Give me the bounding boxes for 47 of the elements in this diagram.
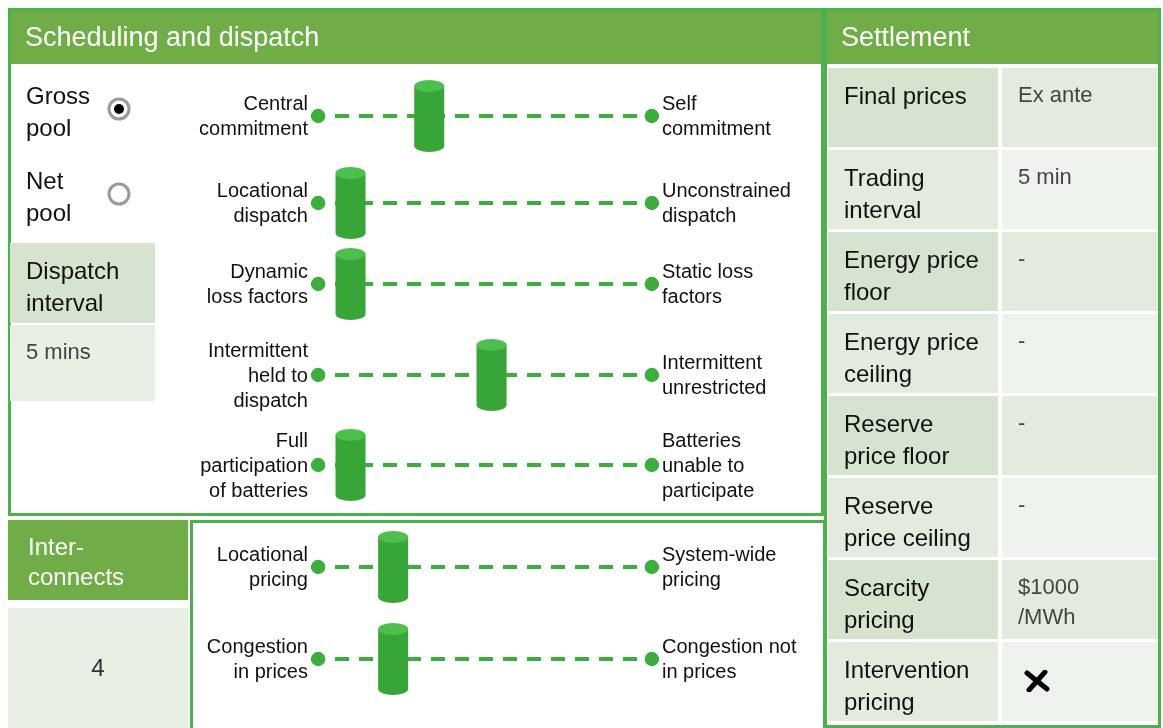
table-cell: -: [1002, 396, 1158, 475]
slider-track: [311, 276, 659, 292]
table-cell: Ex ante: [1002, 68, 1158, 147]
slider-track: [311, 651, 659, 667]
table-cell: 5 mins: [10, 325, 155, 401]
slider-end-label: Intermittent held to dispatch: [206, 337, 308, 413]
table-cell: Scarcity pricing: [828, 560, 998, 639]
table-cell: Final prices: [828, 68, 998, 147]
slider-end-label: Static loss factors: [662, 259, 755, 309]
table-cell: 5 min: [1002, 150, 1158, 229]
panel: [190, 520, 826, 728]
slider-end-label: Central commitment: [198, 91, 308, 141]
table-cell: -: [1002, 232, 1158, 311]
slider-end-label: Dynamic loss factors: [205, 259, 308, 309]
slider-end-label: Locational pricing: [215, 542, 308, 592]
panel-header: Scheduling and dispatch: [11, 11, 821, 64]
panel-header: Settlement: [827, 11, 1158, 64]
slider-end-label: Congestion not in prices: [662, 634, 798, 684]
slider-end-label: Congestion in prices: [205, 634, 308, 684]
table-cell: -: [1002, 314, 1158, 393]
slider-track: [311, 457, 659, 473]
panel: [824, 8, 1161, 728]
slider-end-label: System-wide pricing: [662, 542, 778, 592]
slider-end-label: Intermittent unrestricted: [662, 350, 768, 400]
slider-end-label: Self commitment: [662, 91, 772, 141]
table-cell: 4: [8, 608, 188, 728]
table-cell: Intervention pricing: [828, 642, 998, 721]
option-label: Gross pool: [26, 81, 91, 143]
table-cell: Energy price ceiling: [828, 314, 998, 393]
table-cell: -: [1002, 478, 1158, 557]
slider-end-label: Full participation of batteries: [199, 427, 308, 503]
panel-header: Inter-connects: [8, 520, 188, 600]
table-cell: $1000 /MWh: [1002, 560, 1158, 639]
slider-track: [311, 195, 659, 211]
table-cell: Reserve price ceiling: [828, 478, 998, 557]
slider-end-label: Batteries unable to participate: [662, 427, 756, 503]
slider-track: [311, 367, 659, 383]
table-cell: Trading interval: [828, 150, 998, 229]
option-label: Net pool: [26, 166, 73, 228]
slider-track: [311, 108, 659, 124]
panel: [8, 8, 824, 516]
table-cell: Energy price floor: [828, 232, 998, 311]
table-cell: Reserve price floor: [828, 396, 998, 475]
slider-end-label: Locational dispatch: [215, 178, 308, 228]
slider-track: [311, 559, 659, 575]
table-cell: Dispatch interval: [10, 243, 155, 323]
slider-end-label: Unconstrained dispatch: [662, 178, 792, 228]
